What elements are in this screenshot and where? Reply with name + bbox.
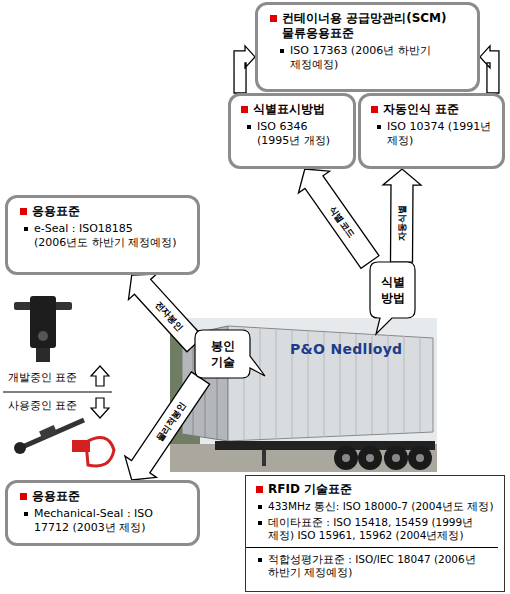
bullet-marker <box>258 558 262 562</box>
text-row: 자동인식 표준 <box>361 102 496 117</box>
text-row: ISO 10374 (1991년 제정) <box>361 120 496 148</box>
status-label: 개발중인 표준 <box>8 370 78 385</box>
text-row: ISO 6346 (1995년 개정) <box>231 120 347 148</box>
status-label: 사용중인 표준 <box>8 398 78 413</box>
text-row: 데이타표준 : ISO 15418, 15459 (1999년 제정) ISO … <box>246 516 498 542</box>
block-arrow <box>128 274 203 352</box>
standard-box: 응용표준 Mechanical-Seal : ISO 17712 (2003년 제… <box>5 480 200 546</box>
box-text: Mechanical-Seal : ISO 17712 (2003년 제정) <box>34 507 159 535</box>
container-photo <box>170 318 437 472</box>
box-text: ISO 10374 (1991년 제정) <box>387 120 492 148</box>
heading-marker <box>256 486 263 493</box>
box-text: ISO 17363 (2006년 하반기 제정예정) <box>290 44 450 72</box>
callout-bubble: 식별 방법 <box>370 262 415 318</box>
box-text: 433MHz 통신: ISO 18000-7 (2004년도 제정) <box>268 500 494 513</box>
standard-box: 컨테이너용 공급망관리(SCM) 물류응용표준 ISO 17363 (2006년 … <box>255 2 480 92</box>
heading-marker <box>270 15 277 22</box>
callout-text: 봉인 기술 <box>199 338 246 370</box>
text-row: 봉인 기술 <box>199 338 246 370</box>
block-arrow <box>298 169 379 268</box>
bullet-marker <box>247 125 251 129</box>
heading-marker <box>241 106 248 113</box>
text-row: e-Seal : ISO18185 (2006년도 하반기 제정예정) <box>8 222 191 250</box>
standard-box: RFID 기술표준 433MHz 통신: ISO 18000-7 (2004년도 … <box>245 475 505 592</box>
text-row: Mechanical-Seal : ISO 17712 (2003년 제정) <box>8 507 191 535</box>
box-text: 적합성평가표준 : ISO/IEC 18047 (2006년 하반기 제정예정) <box>268 553 498 579</box>
callout-shape <box>370 262 415 334</box>
box-heading: 응용표준 <box>32 489 80 504</box>
box-heading: 식별표시방법 <box>253 102 325 117</box>
bullet-marker <box>24 227 28 231</box>
heading-marker <box>20 493 27 500</box>
container-logo: P&O Nedlloyd <box>290 341 402 357</box>
standard-box: 자동인식 표준 ISO 10374 (1991년 제정) <box>358 93 505 169</box>
text-row: 식별 방법 <box>374 274 411 306</box>
box-heading: 응용표준 <box>32 204 80 219</box>
bullet-marker <box>280 49 284 53</box>
text-row: RFID 기술표준 <box>246 482 498 497</box>
status-legend-marks <box>3 366 112 418</box>
callout-shape <box>195 330 265 378</box>
callout-text: 식별 방법 <box>374 274 411 306</box>
heading-marker <box>20 208 27 215</box>
bullet-marker <box>377 125 381 129</box>
block-arrow <box>383 169 421 262</box>
block-arrow <box>234 46 255 93</box>
box-heading: 컨테이너용 공급망관리(SCM) 물류응용표준 <box>282 11 457 41</box>
bullet-marker <box>258 505 262 509</box>
bullet-marker <box>24 512 28 516</box>
block-arrow <box>480 46 499 93</box>
callout-bubble: 봉인 기술 <box>195 330 250 378</box>
text-row: 433MHz 통신: ISO 18000-7 (2004년도 제정) <box>246 500 498 513</box>
arrow-label: 자동식별 <box>397 205 407 241</box>
text-row: 응용표준 <box>8 204 191 219</box>
text-row: 식별표시방법 <box>231 102 347 117</box>
standard-box: 식별표시방법 ISO 6346 (1995년 개정) <box>228 93 356 169</box>
text-row: 응용표준 <box>8 489 191 504</box>
standard-box: 응용표준 e-Seal : ISO18185 (2006년도 하반기 제정예정) <box>5 195 200 275</box>
box-text: e-Seal : ISO18185 (2006년도 하반기 제정예정) <box>34 222 184 250</box>
box-heading: 자동인식 표준 <box>383 102 459 117</box>
mechanical-seal-photo <box>14 420 114 466</box>
text-row: 컨테이너용 공급망관리(SCM) 물류응용표준 <box>258 11 471 41</box>
heading-marker <box>371 106 378 113</box>
callout-outline <box>370 262 415 318</box>
callout-outline <box>195 330 250 378</box>
box-heading: RFID 기술표준 <box>268 482 352 497</box>
text-row: ISO 17363 (2006년 하반기 제정예정) <box>258 44 471 72</box>
box-text: 데이타표준 : ISO 15418, 15459 (1999년 제정) ISO … <box>268 516 498 542</box>
bullet-marker <box>258 521 262 525</box>
text-row: 적합성평가표준 : ISO/IEC 18047 (2006년 하반기 제정예정) <box>246 547 498 579</box>
e-seal-photo <box>14 296 72 362</box>
block-arrow <box>125 372 210 480</box>
box-text: ISO 6346 (1995년 개정) <box>257 120 347 148</box>
